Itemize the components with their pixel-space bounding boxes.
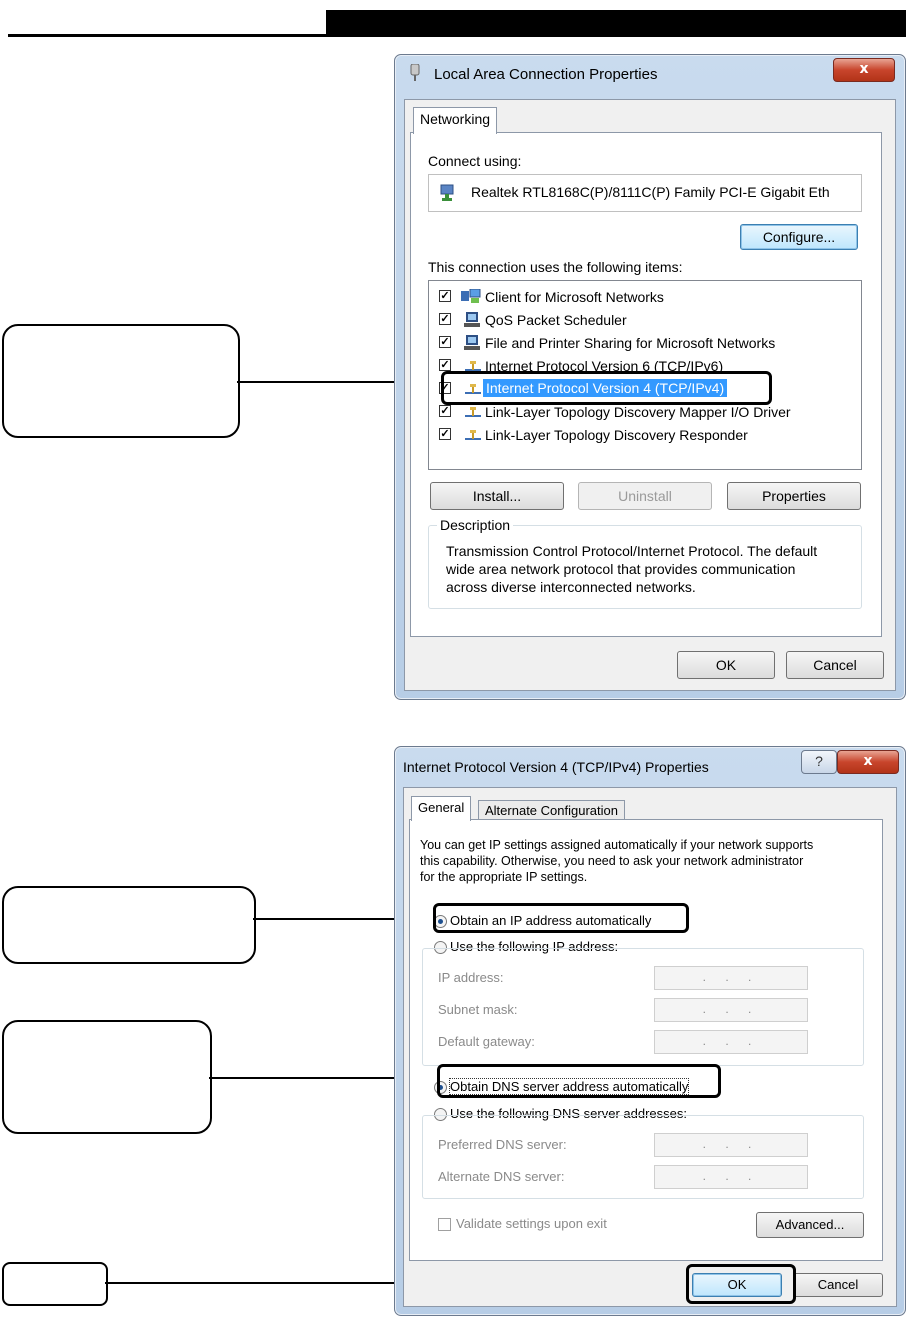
subnet-mask-field[interactable]: . . . [654,998,808,1022]
alternate-dns-label: Alternate DNS server: [438,1169,565,1184]
protocol-icon [465,406,481,424]
subnet-mask-label: Subnet mask: [438,1002,518,1017]
ok-button[interactable]: OK [692,1273,782,1297]
preferred-dns-label: Preferred DNS server: [438,1137,567,1152]
callout-box-obtain-dns [2,1020,212,1134]
item-checkbox[interactable]: ✓ [439,428,451,440]
validate-label[interactable]: Validate settings upon exit [456,1216,607,1231]
ipv4-properties-dialog: Internet Protocol Version 4 (TCP/IPv4) P… [394,746,906,1316]
list-item[interactable]: ✓ File and Printer Sharing for Microsoft… [439,333,839,353]
intro-line: for the appropriate IP settings. [420,870,588,884]
item-label: File and Printer Sharing for Microsoft N… [485,335,776,351]
install-label: Install... [472,488,522,504]
tab-alternate-configuration[interactable]: Alternate Configuration [478,800,625,821]
item-checkbox[interactable]: ✓ [439,290,451,302]
use-dns-radio[interactable] [434,1108,447,1121]
intro-line: this capability. Otherwise, you need to … [420,854,804,868]
list-item[interactable]: ✓ Link-Layer Topology Discovery Mapper I… [439,402,839,422]
highlight-obtain-dns [437,1064,721,1098]
item-label: Link-Layer Topology Discovery Responder [485,427,748,443]
advanced-button[interactable]: Advanced... [756,1212,864,1238]
default-gateway-label: Default gateway: [438,1034,535,1049]
use-ip-radio[interactable] [434,941,447,954]
close-button[interactable]: x [837,750,899,774]
callout-line-obtain-ip [253,918,435,920]
item-label: Internet Protocol Version 4 (TCP/IPv4) [483,379,728,397]
alternate-dns-field[interactable]: . . . [654,1165,808,1189]
callout-line-ipv4 [237,381,445,383]
help-button[interactable]: ? [801,750,837,774]
cancel-button[interactable]: Cancel [786,651,884,679]
items-label: This connection uses the following items… [428,259,683,275]
dialog-body: General Alternate Configuration You can … [403,787,897,1307]
tab-networking[interactable]: Networking [413,107,498,134]
computer-icon [463,334,481,357]
description-line: across diverse interconnected networks. [446,579,696,595]
uninstall-button[interactable]: Uninstall [578,482,712,510]
protocol-icon [465,429,481,447]
protocol-icon [465,360,481,378]
connect-using-label: Connect using: [428,153,522,169]
intro-line: You can get IP settings assigned automat… [420,838,814,852]
install-button[interactable]: Install... [430,482,564,510]
adapter-field: Realtek RTL8168C(P)/8111C(P) Family PCI-… [428,174,862,212]
obtain-dns-label[interactable]: Obtain DNS server address automatically [448,1078,690,1095]
item-checkbox[interactable]: ✓ [439,313,451,325]
item-label: QoS Packet Scheduler [485,312,627,328]
header-bar [326,10,906,36]
description-group: Description Transmission Control Protoco… [428,517,862,609]
network-client-icon [461,288,481,310]
static-ip-group: IP address: . . . Subnet mask: . . . Def… [422,948,864,1066]
adapter-name: Realtek RTL8168C(P)/8111C(P) Family PCI-… [471,184,830,200]
close-button[interactable]: x [833,58,895,82]
preferred-dns-field[interactable]: . . . [654,1133,808,1157]
highlight-obtain-ip [433,903,689,933]
header-rule [8,34,906,37]
dialog-body: Networking Connect using: Realtek RTL816… [404,99,896,691]
callout-line-obtain-dns [209,1077,439,1079]
item-checkbox[interactable]: ✓ [439,405,451,417]
list-item[interactable]: ✓ Internet Protocol Version 6 (TCP/IPv6) [439,356,839,376]
item-checkbox[interactable]: ✓ [439,359,451,371]
network-adapter-title-icon [409,63,421,82]
description-label: Description [437,517,514,533]
highlight-ok-button [686,1264,796,1304]
ok-button[interactable]: OK [677,651,775,679]
configure-button[interactable]: Configure... [740,224,858,250]
item-label: Client for Microsoft Networks [485,289,664,305]
item-checkbox[interactable]: ✓ [439,336,451,348]
tab-panel-general: You can get IP settings assigned automat… [409,819,883,1261]
highlight-ipv4-item [441,371,772,405]
description-line: Transmission Control Protocol/Internet P… [446,543,818,559]
list-item-selected[interactable]: ✓ Internet Protocol Version 4 (TCP/IPv4) [439,379,839,399]
dialog-title: Local Area Connection Properties [434,66,658,83]
tab-general[interactable]: General [411,796,472,821]
computer-icon [463,311,481,334]
items-list: ✓ Client for Microsoft Networks ✓ QoS Pa… [428,280,862,470]
callout-box-ipv4 [2,324,240,438]
properties-button[interactable]: Properties [727,482,861,510]
dialog-title: Internet Protocol Version 4 (TCP/IPv4) P… [403,759,709,775]
default-gateway-field[interactable]: . . . [654,1030,808,1054]
callout-box-obtain-ip [2,886,256,964]
item-label: Link-Layer Topology Discovery Mapper I/O… [485,404,791,420]
use-dns-label[interactable]: Use the following DNS server addresses: [450,1106,687,1121]
ip-address-label: IP address: [438,970,504,985]
local-area-connection-dialog: Local Area Connection Properties x Netwo… [394,54,906,700]
protocol-icon [465,383,481,401]
tab-panel-networking: Connect using: Realtek RTL8168C(P)/8111C… [410,132,882,637]
list-item[interactable]: ✓ QoS Packet Scheduler [439,310,839,330]
callout-box-ok [2,1262,108,1306]
list-item[interactable]: ✓ Client for Microsoft Networks [439,287,839,307]
obtain-ip-label[interactable]: Obtain an IP address automatically [450,913,652,928]
static-dns-group: Preferred DNS server: . . . Alternate DN… [422,1115,864,1199]
use-ip-label[interactable]: Use the following IP address: [450,939,619,954]
list-item[interactable]: ✓ Link-Layer Topology Discovery Responde… [439,425,839,445]
ip-address-field[interactable]: . . . [654,966,808,990]
description-line: wide area network protocol that provides… [446,561,796,577]
validate-checkbox[interactable] [438,1218,451,1231]
item-label: Internet Protocol Version 6 (TCP/IPv6) [485,358,724,374]
cancel-button[interactable]: Cancel [793,1273,883,1297]
network-adapter-icon [439,183,459,208]
